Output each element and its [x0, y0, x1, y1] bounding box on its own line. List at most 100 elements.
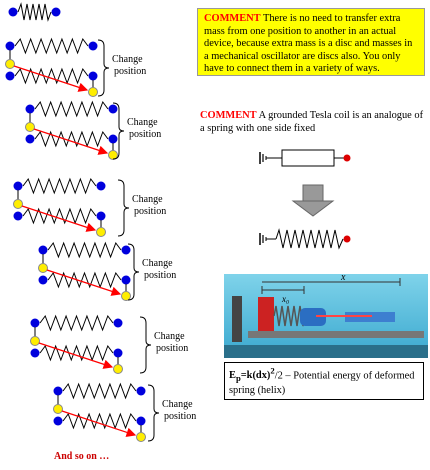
spring [34, 130, 109, 148]
brace [117, 179, 130, 237]
change-label-line2: position [156, 343, 189, 354]
blue-disc [13, 181, 23, 191]
brace [139, 316, 152, 374]
comment-box-1: COMMENT There is no need to transfer ext… [197, 8, 425, 76]
change-label-line1: Change [154, 331, 185, 342]
energy-formula-box: Ep=k(dx)2/2 – Potential energy of deform… [224, 362, 424, 400]
yellow-disc [96, 227, 106, 237]
spring [62, 382, 137, 400]
change-step-3 [13, 177, 130, 237]
blue-disc [5, 41, 15, 51]
energy-tail: /2 [274, 370, 283, 382]
blue-disc [51, 7, 61, 17]
transfer-arrow [38, 342, 114, 369]
yellow-disc [5, 59, 15, 69]
blue-disc [30, 348, 40, 358]
change-label-line1: Change [112, 54, 143, 65]
yellow-disc [38, 263, 48, 273]
spring [39, 314, 114, 332]
spring [22, 207, 97, 225]
yellow-disc [13, 199, 23, 209]
blue-disc [25, 104, 35, 114]
change-label-line2: position [144, 270, 177, 281]
brace [127, 243, 140, 301]
spring [47, 241, 122, 259]
change-label-line2: position [129, 129, 162, 140]
tesla-coil-spring-1 [259, 149, 351, 167]
tesla-coil-spring-2 [259, 228, 351, 250]
spring [22, 177, 97, 195]
change-label-line1: Change [142, 258, 173, 269]
yellow-disc [113, 364, 123, 374]
blue-disc [8, 7, 18, 17]
transfer-arrow [61, 410, 137, 437]
spring [47, 271, 122, 289]
spring [39, 344, 114, 362]
photo-label-x: x [340, 272, 346, 283]
blue-disc [53, 416, 63, 426]
blue-disc [113, 348, 123, 358]
brace [97, 39, 110, 97]
blue-disc [108, 134, 118, 144]
comment-text: There is no need to transfer extra mass … [204, 13, 413, 74]
change-step-6 [53, 382, 160, 442]
blue-disc [53, 386, 63, 396]
blue-disc [136, 416, 146, 426]
blue-disc [88, 71, 98, 81]
change-label-line1: Change [132, 194, 163, 205]
blue-disc [25, 134, 35, 144]
blue-disc [113, 318, 123, 328]
blue-disc [30, 318, 40, 328]
blue-disc [5, 71, 15, 81]
change-step-4 [38, 241, 140, 301]
change-label-line1: Change [162, 399, 193, 410]
change-step-5 [30, 314, 152, 374]
change-label-line2: position [164, 411, 197, 422]
blue-disc [96, 181, 106, 191]
spring [34, 100, 109, 118]
yellow-disc [136, 432, 146, 442]
energy-description: – Potential energy of deformed spring (h… [229, 370, 415, 396]
blue-disc [121, 245, 131, 255]
change-label-line1: Change [127, 117, 158, 128]
comment-tesla: COMMENT A grounded Tesla coil is an anal… [200, 110, 428, 135]
blue-disc [88, 41, 98, 51]
comment-keyword: COMMENT [200, 110, 257, 121]
and-so-on-label: And so on … [54, 451, 110, 462]
yellow-disc [25, 122, 35, 132]
transfer-arrow [33, 128, 109, 155]
yellow-disc [30, 336, 40, 346]
blue-disc [38, 245, 48, 255]
transfer-arrow [46, 269, 122, 296]
change-step-2 [25, 100, 125, 160]
comment-keyword: COMMENT [204, 13, 261, 24]
yellow-disc [121, 291, 131, 301]
spring [62, 412, 137, 430]
blue-disc [13, 211, 23, 221]
spring-top-partial [8, 2, 61, 22]
spring-apparatus-photo: x₀ x [224, 272, 428, 358]
blue-disc [96, 211, 106, 221]
transfer-arrow [21, 205, 97, 232]
spring [14, 37, 89, 55]
brace [112, 102, 125, 160]
yellow-disc [88, 87, 98, 97]
photo-label-x0: x₀ [281, 294, 289, 304]
brace [147, 384, 160, 442]
change-step-1 [5, 37, 110, 97]
transfer-arrow [13, 65, 89, 92]
blue-disc [121, 275, 131, 285]
spring [14, 67, 89, 85]
comment-text: A grounded Tesla coil is an analogue of … [200, 110, 424, 134]
yellow-disc [53, 404, 63, 414]
blue-disc [136, 386, 146, 396]
change-label-line2: position [114, 66, 147, 77]
down-arrow [291, 184, 335, 217]
blue-disc [108, 104, 118, 114]
